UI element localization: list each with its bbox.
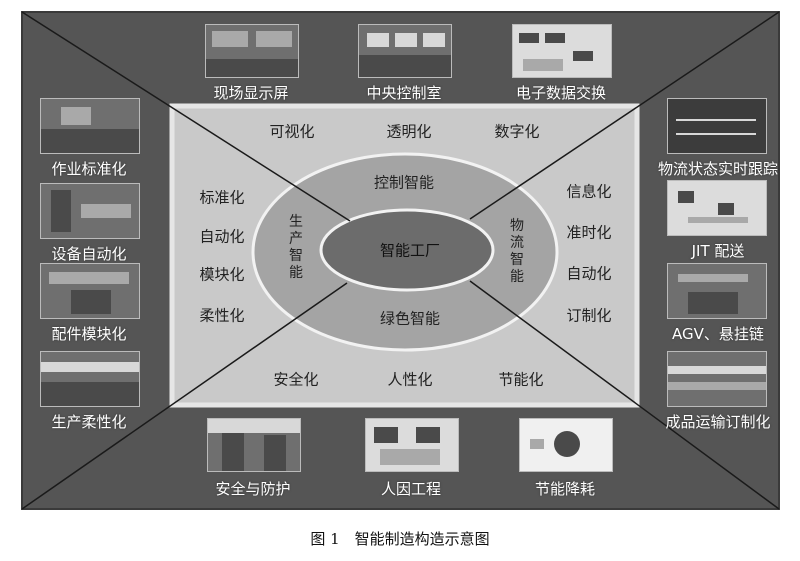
inner-top-label: 可视化 xyxy=(269,122,315,141)
photo-display-screen xyxy=(205,24,299,78)
left-item-label: 配件模块化 xyxy=(51,325,127,343)
inner-left-label: 柔性化 xyxy=(199,306,245,325)
photo-tracking xyxy=(667,98,767,154)
inner-top-label: 透明化 xyxy=(386,122,432,141)
inner-top-label: 数字化 xyxy=(494,122,540,141)
inner-right-label: 准时化 xyxy=(566,223,612,242)
inner-right-label: 自动化 xyxy=(566,264,612,283)
photo-modularization xyxy=(40,263,140,319)
inner-left-label: 自动化 xyxy=(199,227,245,246)
diagonal-line xyxy=(469,280,780,510)
bottom-item-label: 节能降耗 xyxy=(534,480,596,498)
photo-edi xyxy=(512,24,612,78)
core-label: 智能工厂 xyxy=(379,241,441,260)
bottom-item-label: 安全与防护 xyxy=(215,480,291,498)
left-item-label: 作业标准化 xyxy=(51,160,127,178)
photo-jit xyxy=(667,180,767,236)
photo-agv xyxy=(667,263,767,319)
ring-right-label: 物流智能 xyxy=(510,218,524,285)
inner-right-label: 信息化 xyxy=(566,182,612,201)
photo-flexibility xyxy=(40,351,140,407)
photo-control-room xyxy=(358,24,452,78)
photo-standardization xyxy=(40,98,140,154)
photo-ergonomics xyxy=(365,418,459,472)
right-item-label: 成品运输订制化 xyxy=(665,413,771,431)
top-item-label: 中央控制室 xyxy=(366,84,442,102)
photo-safety xyxy=(207,418,301,472)
inner-bottom-label: 人性化 xyxy=(387,370,433,389)
top-item-label: 现场显示屏 xyxy=(213,84,289,102)
ring-top-label: 控制智能 xyxy=(373,173,435,192)
photo-transport xyxy=(667,351,767,407)
bottom-item-label: 人因工程 xyxy=(380,480,442,498)
inner-right-label: 订制化 xyxy=(566,306,612,325)
right-item-label: JIT 配送 xyxy=(691,242,745,260)
figure-caption: 图 1 智能制造构造示意图 xyxy=(310,530,490,548)
inner-bottom-label: 安全化 xyxy=(273,370,319,389)
ring-left-label: 生产智能 xyxy=(289,214,303,281)
inner-bottom-label: 节能化 xyxy=(498,370,544,389)
inner-left-label: 模块化 xyxy=(199,265,245,284)
inner-left-label: 标准化 xyxy=(199,188,245,207)
left-item-label: 设备自动化 xyxy=(51,245,127,263)
core-ellipse xyxy=(319,208,495,292)
photo-energy xyxy=(519,418,613,472)
ring-bottom-label: 绿色智能 xyxy=(379,309,441,328)
photo-automation xyxy=(40,183,140,239)
right-item-label: 物流状态实时跟踪 xyxy=(657,160,779,178)
top-item-label: 电子数据交换 xyxy=(515,84,607,102)
right-item-label: AGV、悬挂链 xyxy=(672,325,764,343)
left-item-label: 生产柔性化 xyxy=(51,413,127,431)
diagonal-line xyxy=(469,11,780,220)
diagonal-line xyxy=(21,282,348,510)
diagonal-line xyxy=(21,11,351,222)
